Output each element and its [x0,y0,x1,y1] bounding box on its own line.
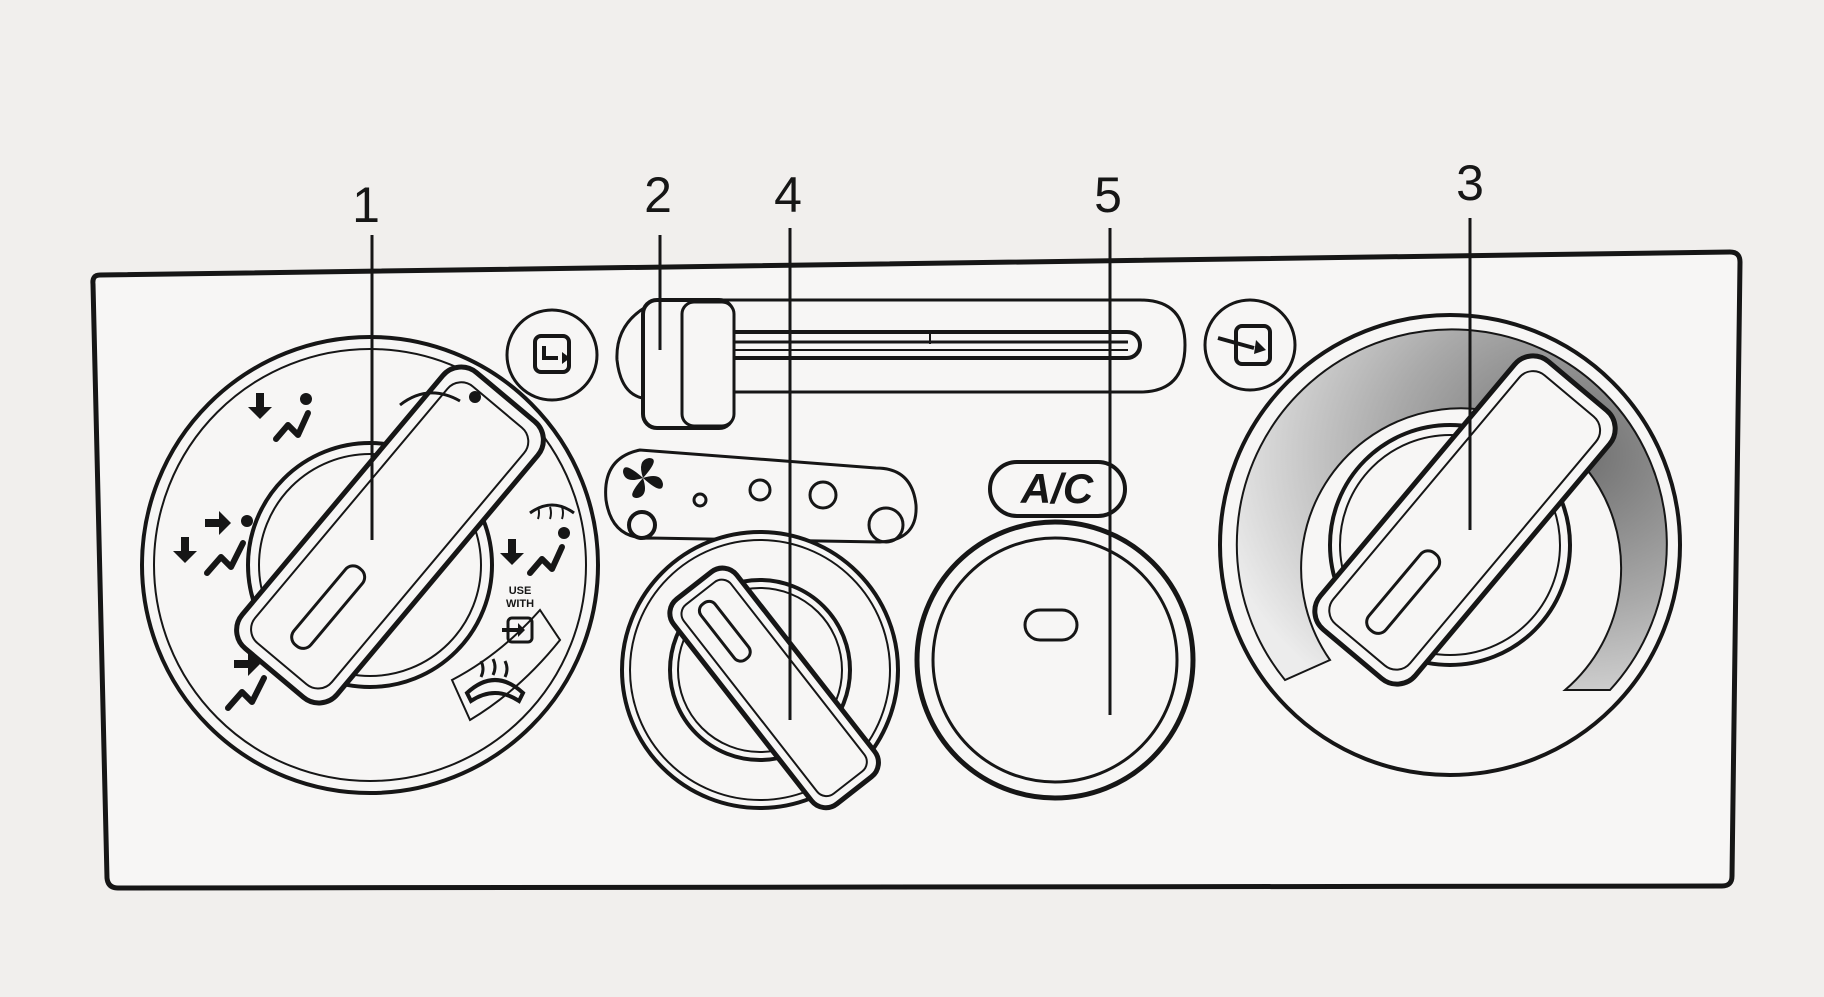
vent-face-feet-icon [173,511,253,576]
callout-leaders [370,218,1472,720]
callout-3: 3 [1456,155,1484,211]
use-with-note: USE WITH [502,585,534,644]
callout-1: 1 [352,177,380,233]
callout-2: 2 [644,167,672,223]
feet-defrost-icon [500,503,575,576]
ac-indicator-light [1023,608,1079,642]
use-with-line1: USE [509,585,532,597]
mode-dial[interactable] [140,335,600,795]
fan-speed-4-marker [867,506,905,544]
fresh-air-icon [1203,298,1297,392]
ac-indicator-knob[interactable] [914,519,1196,801]
callout-5: 5 [1094,167,1122,223]
defrost-icon [464,658,526,704]
max-defrost-badge [399,391,481,407]
callout-4: 4 [774,167,802,223]
temperature-dial[interactable] [1218,313,1682,777]
intake-lever-track [658,298,1187,394]
vent-face-icon [248,393,312,442]
fan-icon [623,458,663,498]
recirculation-icon [505,308,599,402]
vent-feet-icon [225,652,267,711]
use-with-line2: WITH [506,598,534,610]
fan-speed-1-marker [692,492,708,508]
ac-button[interactable]: A/C [988,460,1127,518]
fan-speed-2-marker [748,478,772,502]
fan-speed-0-marker [627,510,657,540]
intake-lever-handle[interactable] [615,298,736,430]
fan-speed-dial[interactable] [620,530,900,815]
fan-speed-indicator [604,448,918,544]
fresh-air-small-icon [502,616,534,644]
ac-button-label: A/C [1020,465,1094,512]
fan-speed-3-marker [808,480,838,510]
